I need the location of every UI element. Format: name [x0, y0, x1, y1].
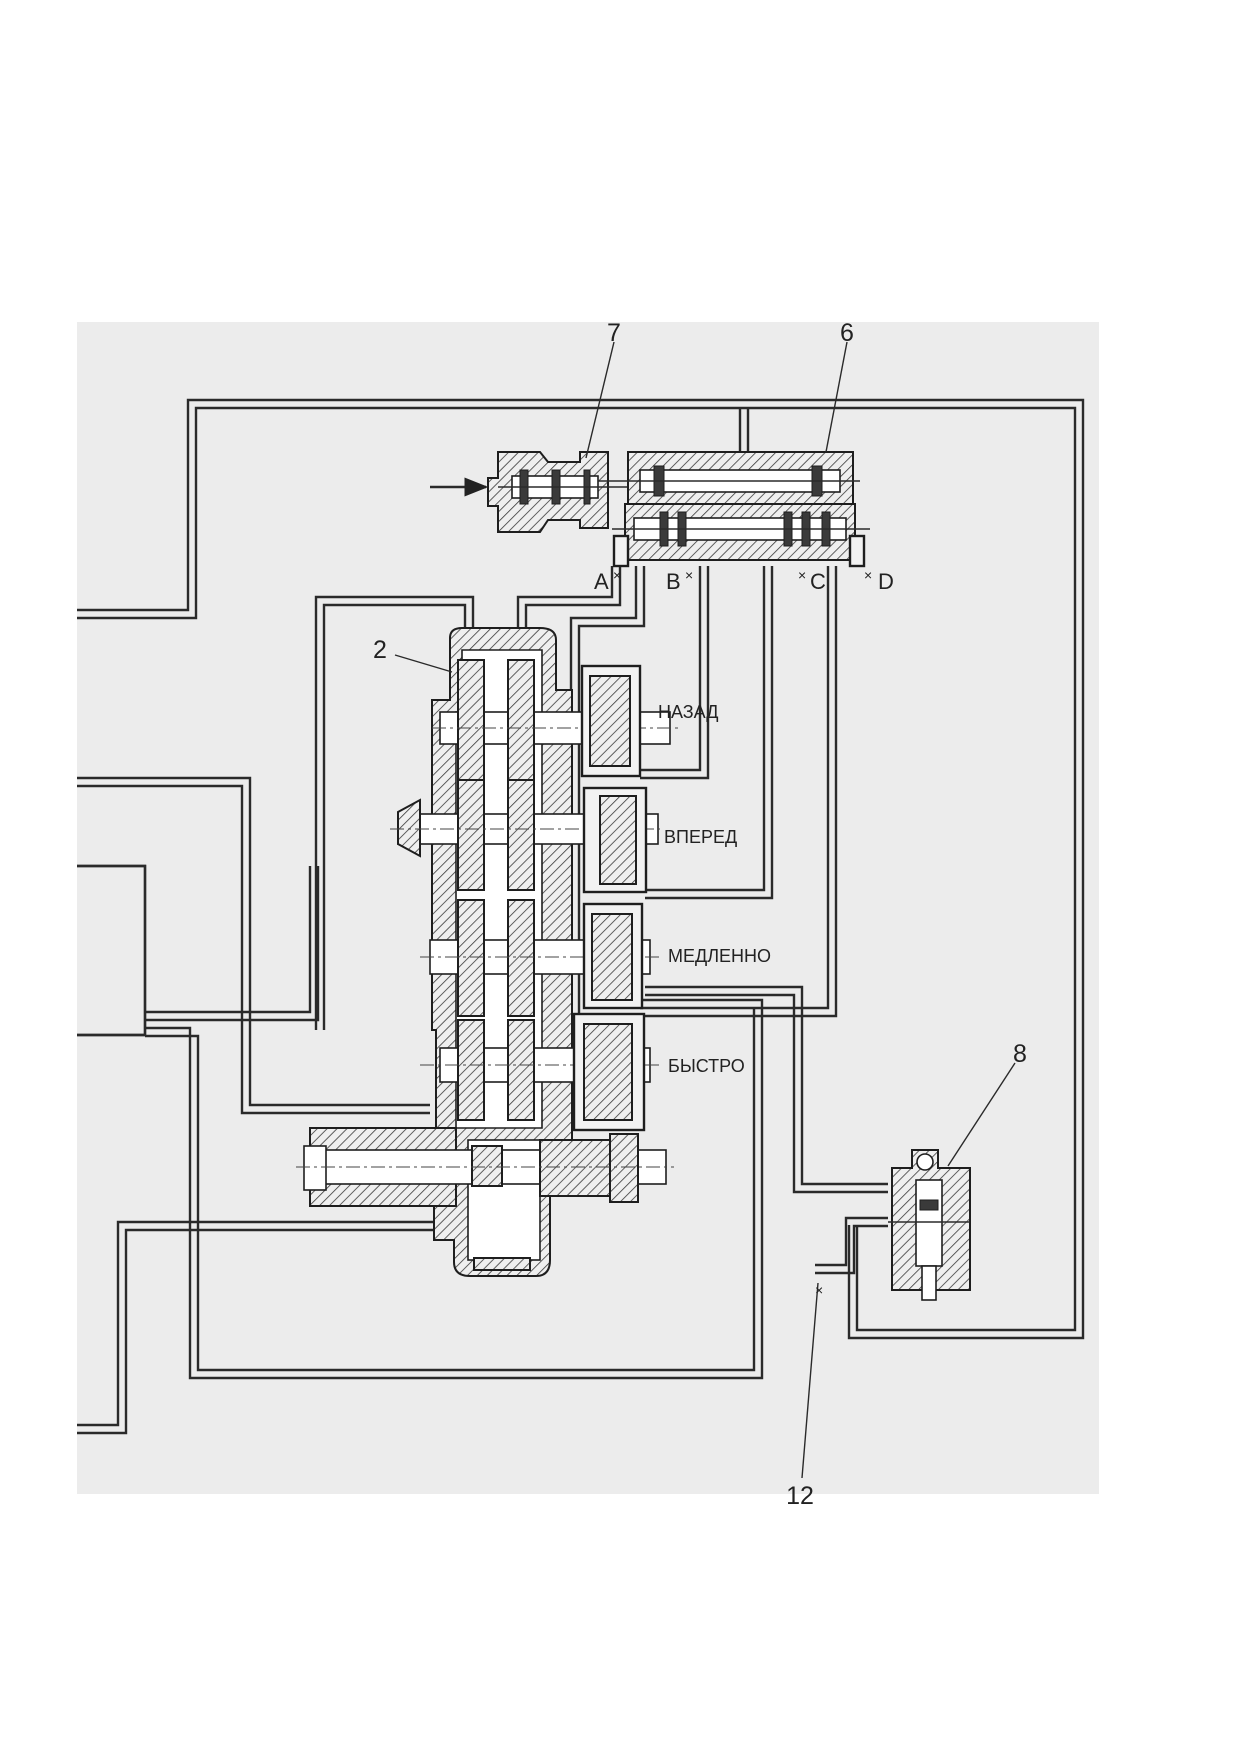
left-block: [77, 864, 147, 1037]
callout-7: 7: [607, 319, 621, 347]
label-slow: МЕДЛЕННО: [668, 946, 771, 966]
port-d-mark: ×: [864, 567, 872, 583]
port-b-label: B: [666, 569, 681, 594]
port-c-mark: ×: [798, 567, 806, 583]
valve-6: [598, 451, 870, 568]
port-d-label: D: [878, 569, 894, 594]
callout-leaders: [394, 341, 1016, 1479]
label-reverse: НАЗАД: [658, 702, 718, 722]
callout-2: 2: [373, 636, 387, 664]
callout-8: 8: [1013, 1040, 1027, 1068]
port-a-label: A: [594, 569, 609, 594]
valve-8: [888, 1149, 971, 1301]
callout-6: 6: [840, 319, 854, 347]
gearbox-2: [296, 627, 678, 1277]
valve-7: [430, 451, 648, 533]
label-forward: ВПЕРЕД: [664, 827, 737, 847]
port-c-label: C: [810, 569, 826, 594]
callout-12: 12: [786, 1482, 814, 1510]
hydraulic-lines: [77, 398, 1085, 1435]
label-fast: БЫСТРО: [668, 1056, 745, 1076]
clutch-packs: [572, 664, 648, 1132]
drain-12-mark: ×: [815, 1282, 823, 1298]
port-a-mark: ×: [613, 567, 621, 583]
port-b-mark: ×: [685, 567, 693, 583]
